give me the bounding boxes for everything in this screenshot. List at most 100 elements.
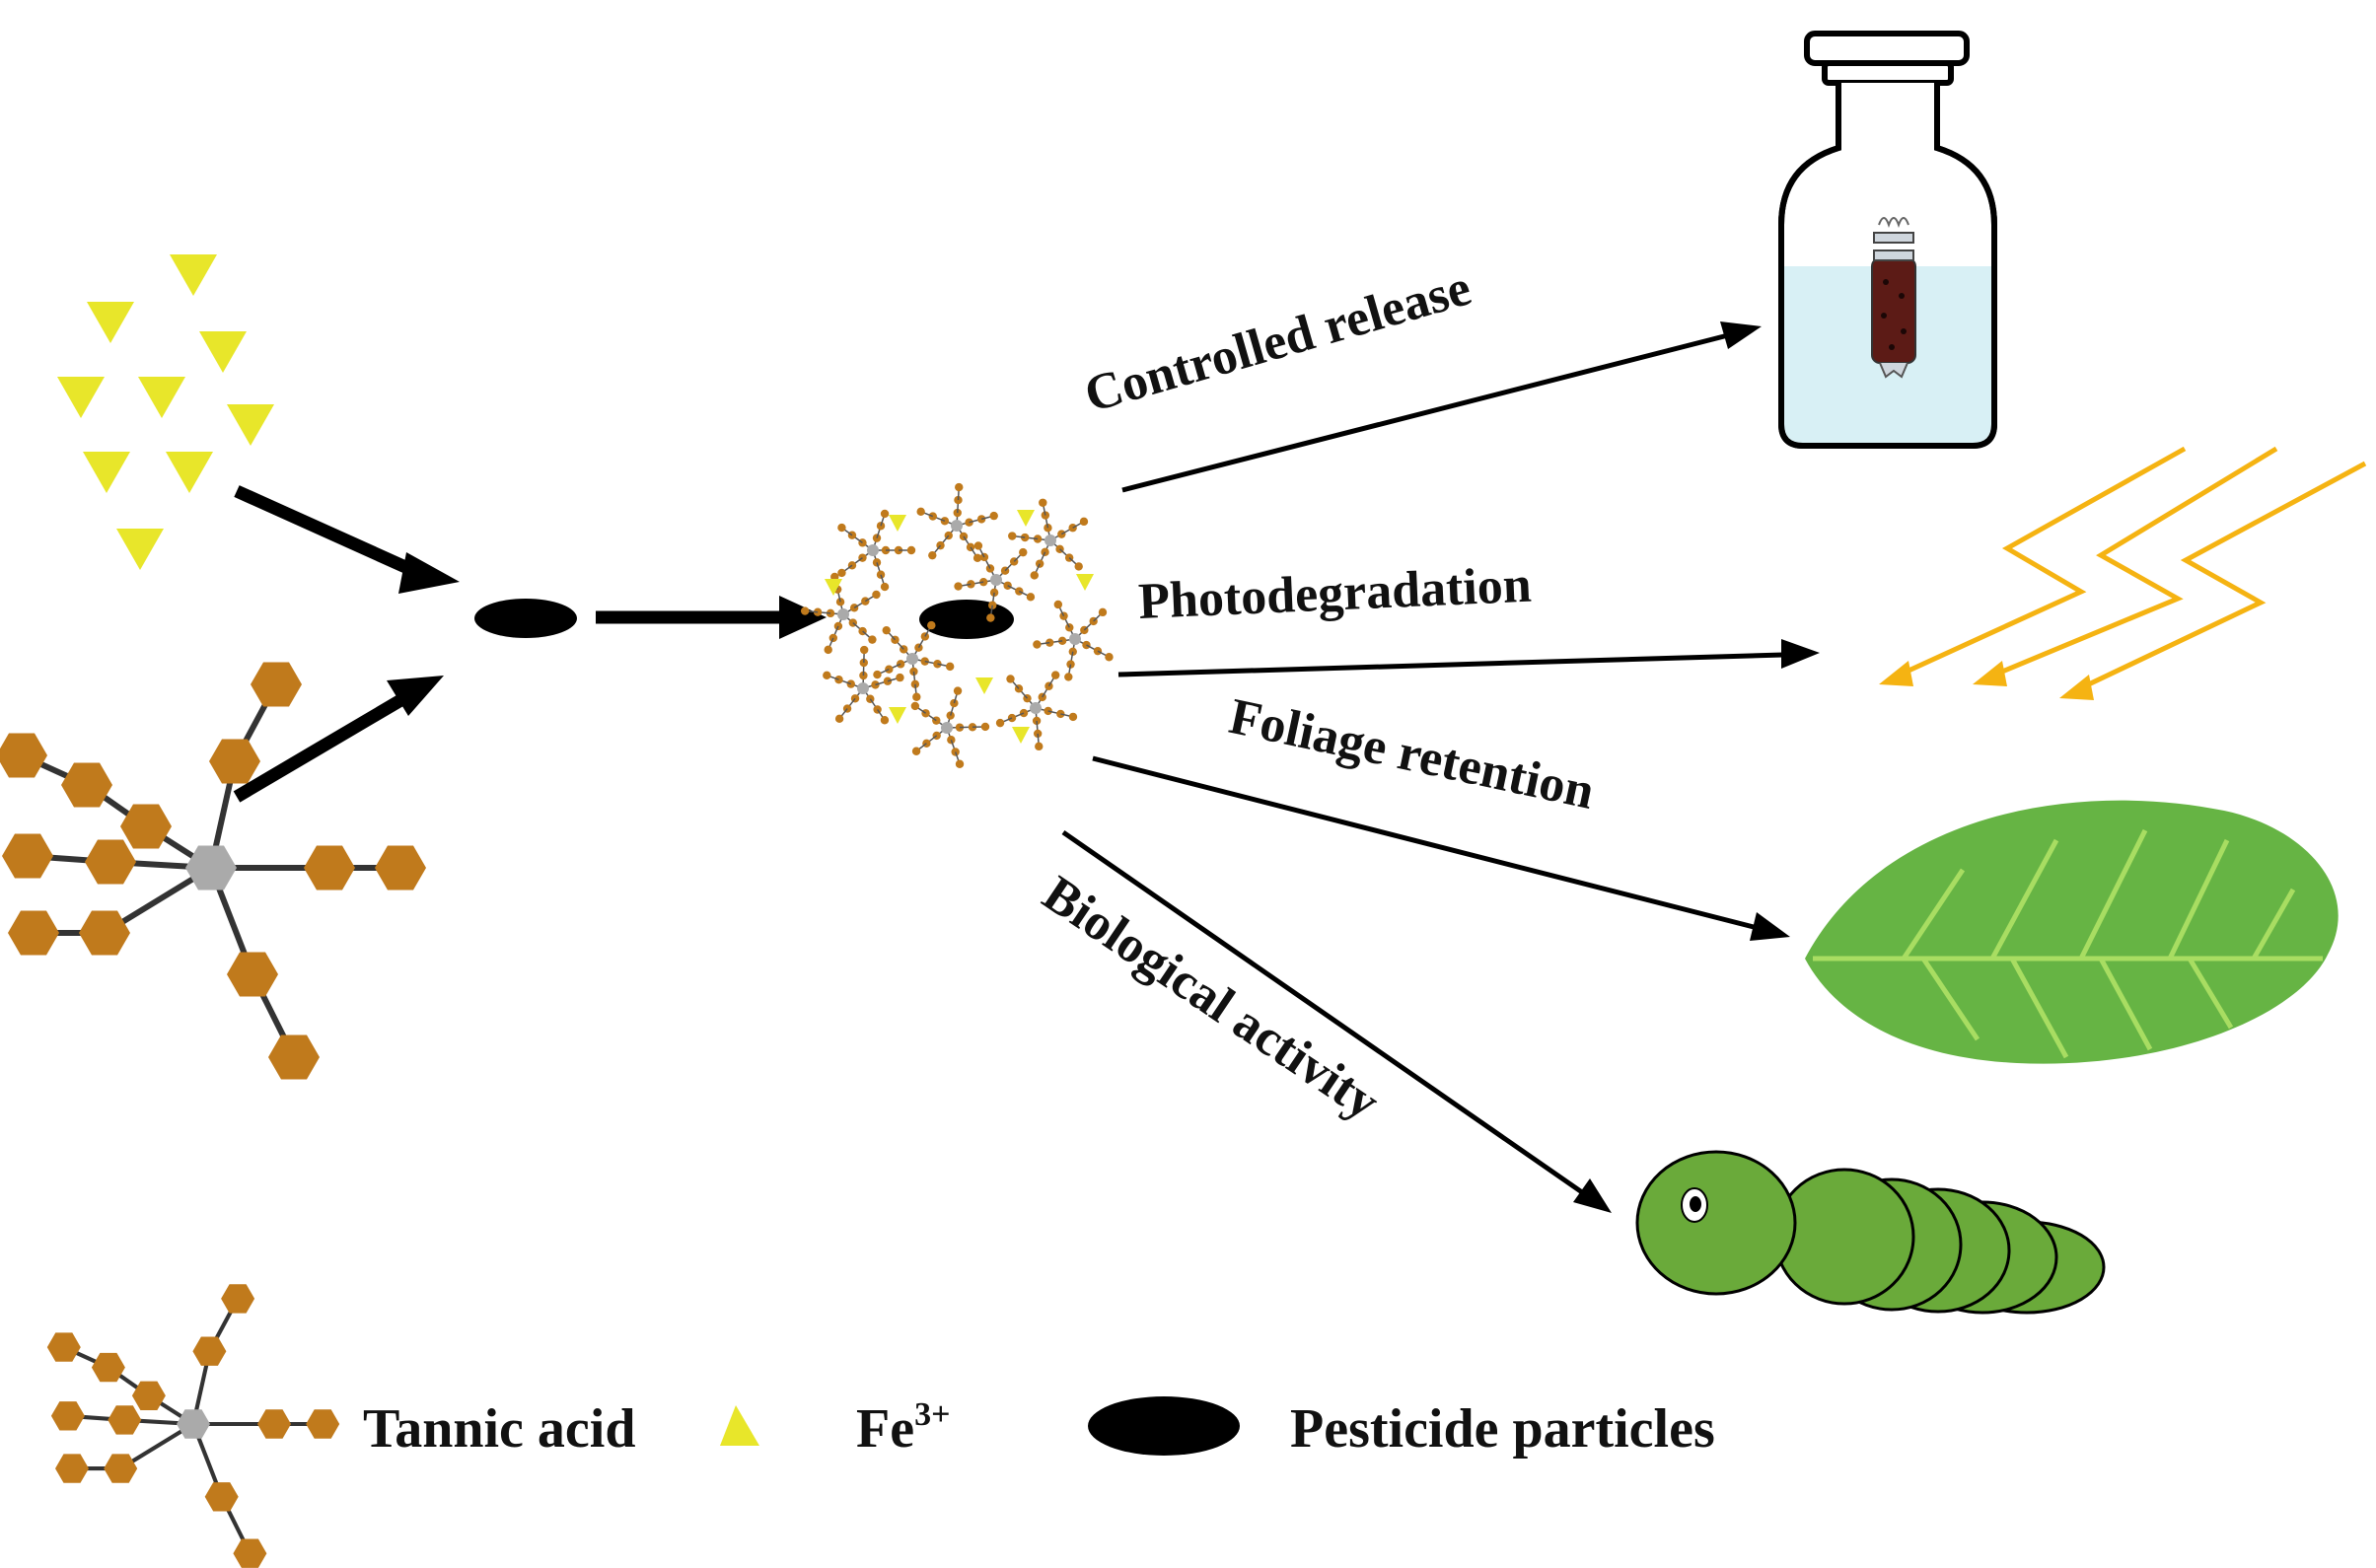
fe3-cluster <box>57 254 274 570</box>
network-galloyl <box>1068 647 1077 657</box>
network-galloyl <box>989 511 998 521</box>
network-galloyl <box>880 716 890 725</box>
controlled-release-arrow <box>1121 332 1729 493</box>
fe-to-pesticide-arrowhead <box>398 552 460 594</box>
network-galloyl <box>1033 640 1042 649</box>
galloyl-unit <box>55 1454 89 1483</box>
galloyl-unit <box>221 1284 255 1314</box>
network-galloyl <box>910 701 920 711</box>
network-galloyl <box>873 670 882 679</box>
network-core <box>1030 702 1042 714</box>
network-galloyl <box>823 671 831 680</box>
galloyl-unit <box>268 1034 320 1080</box>
galloyl-unit <box>46 1332 81 1362</box>
input-arrows <box>233 485 460 803</box>
glucose-core <box>177 1409 210 1439</box>
biological-activity-label: Biological activity <box>1033 866 1389 1131</box>
network-galloyl <box>896 673 904 682</box>
dialysis-bag <box>1871 217 1916 379</box>
foliage-retention-arrowhead <box>1750 912 1790 941</box>
controlled-release-label: Controlled release <box>1079 259 1477 423</box>
network-galloyl <box>868 635 877 644</box>
galloyl-unit <box>2 833 53 879</box>
network-core <box>990 574 1002 586</box>
network-galloyl <box>916 507 925 517</box>
legend-fe3-charge: 3+ <box>914 1396 950 1433</box>
ta-to-pesticide-arrow <box>233 686 418 803</box>
network-galloyl <box>1044 524 1052 533</box>
network-galloyl <box>928 550 937 560</box>
pesticide-particle <box>474 599 577 638</box>
network-galloyl <box>911 747 921 755</box>
legend-tannic-acid-icon <box>46 1284 340 1568</box>
network-galloyl <box>880 582 890 592</box>
photodegradation-arrowhead <box>1781 639 1820 669</box>
coated-pesticide-core <box>919 600 1014 639</box>
network-galloyl <box>1079 517 1089 527</box>
network-fe3 <box>1076 574 1094 591</box>
legend-fe3-label: Fe3+ <box>856 1396 950 1460</box>
network-galloyl <box>1019 547 1028 557</box>
network-galloyl <box>953 686 963 695</box>
network-galloyl <box>837 568 846 578</box>
fe3-ion <box>170 254 217 296</box>
network-galloyl <box>954 582 963 591</box>
foliage-retention-arrow <box>1092 755 1755 930</box>
network-galloyl <box>860 645 869 655</box>
galloyl-unit <box>204 1482 239 1512</box>
network-galloyl <box>1074 562 1083 571</box>
network-core <box>951 520 963 532</box>
biological-activity-arrow <box>1061 829 1584 1195</box>
network-galloyl <box>1039 498 1047 507</box>
legend: Tannic acid Fe3+ Pesticide particles <box>46 1284 1715 1568</box>
fe-to-pesticide-arrow <box>234 485 437 586</box>
network-galloyl <box>980 722 990 732</box>
network-galloyl <box>1035 742 1044 751</box>
photodegradation-arrow <box>1117 652 1784 677</box>
fe3-ion <box>166 452 213 493</box>
fe3-ion <box>57 377 105 418</box>
galloyl-unit <box>306 1409 340 1439</box>
fe3-ion <box>87 302 134 343</box>
galloyl-unit <box>304 845 355 891</box>
network-galloyl <box>955 482 964 492</box>
legend-tannic-acid-label: Tannic acid <box>363 1398 635 1460</box>
glucose-core <box>185 845 237 891</box>
network-galloyl <box>837 523 846 533</box>
network-galloyl <box>880 509 890 519</box>
network-galloyl <box>1053 600 1063 609</box>
ta-to-pesticide-arrowhead <box>387 676 444 716</box>
controlled-release-arrowhead <box>1720 321 1762 349</box>
network-galloyl <box>1065 623 1074 632</box>
fe3-ion <box>138 377 185 418</box>
galloyl-unit <box>257 1409 291 1439</box>
galloyl-unit <box>0 733 47 778</box>
galloyl-unit <box>104 1454 138 1483</box>
network-galloyl <box>834 714 844 724</box>
network-galloyl <box>1026 593 1036 602</box>
legend-pesticide-label: Pesticide particles <box>1290 1398 1715 1460</box>
network-galloyl <box>1030 571 1039 580</box>
network-galloyl <box>1066 660 1075 669</box>
fe3-ion <box>199 331 247 373</box>
network-fe3 <box>975 677 993 694</box>
network-galloyl <box>882 625 891 635</box>
network-core <box>1069 633 1081 645</box>
network-fe3 <box>889 707 906 724</box>
network-galloyl <box>955 759 965 768</box>
galloyl-unit <box>79 910 130 956</box>
galloyl-unit <box>85 839 136 885</box>
network-galloyl <box>1006 675 1015 683</box>
network-galloyl <box>972 553 982 563</box>
ta-fe-coated-pesticide <box>800 482 1114 768</box>
network-core <box>1044 535 1056 546</box>
galloyl-unit <box>251 662 302 707</box>
leaf-icon <box>1805 800 2339 1064</box>
galloyl-unit <box>50 1401 85 1431</box>
galloyl-unit <box>233 1538 267 1568</box>
legend-fe3-icon <box>720 1405 759 1446</box>
tannic-acid-molecule <box>0 662 426 1080</box>
galloyl-unit <box>375 845 426 891</box>
reagent-bottle-icon <box>1778 31 1997 449</box>
network-core <box>857 682 869 694</box>
